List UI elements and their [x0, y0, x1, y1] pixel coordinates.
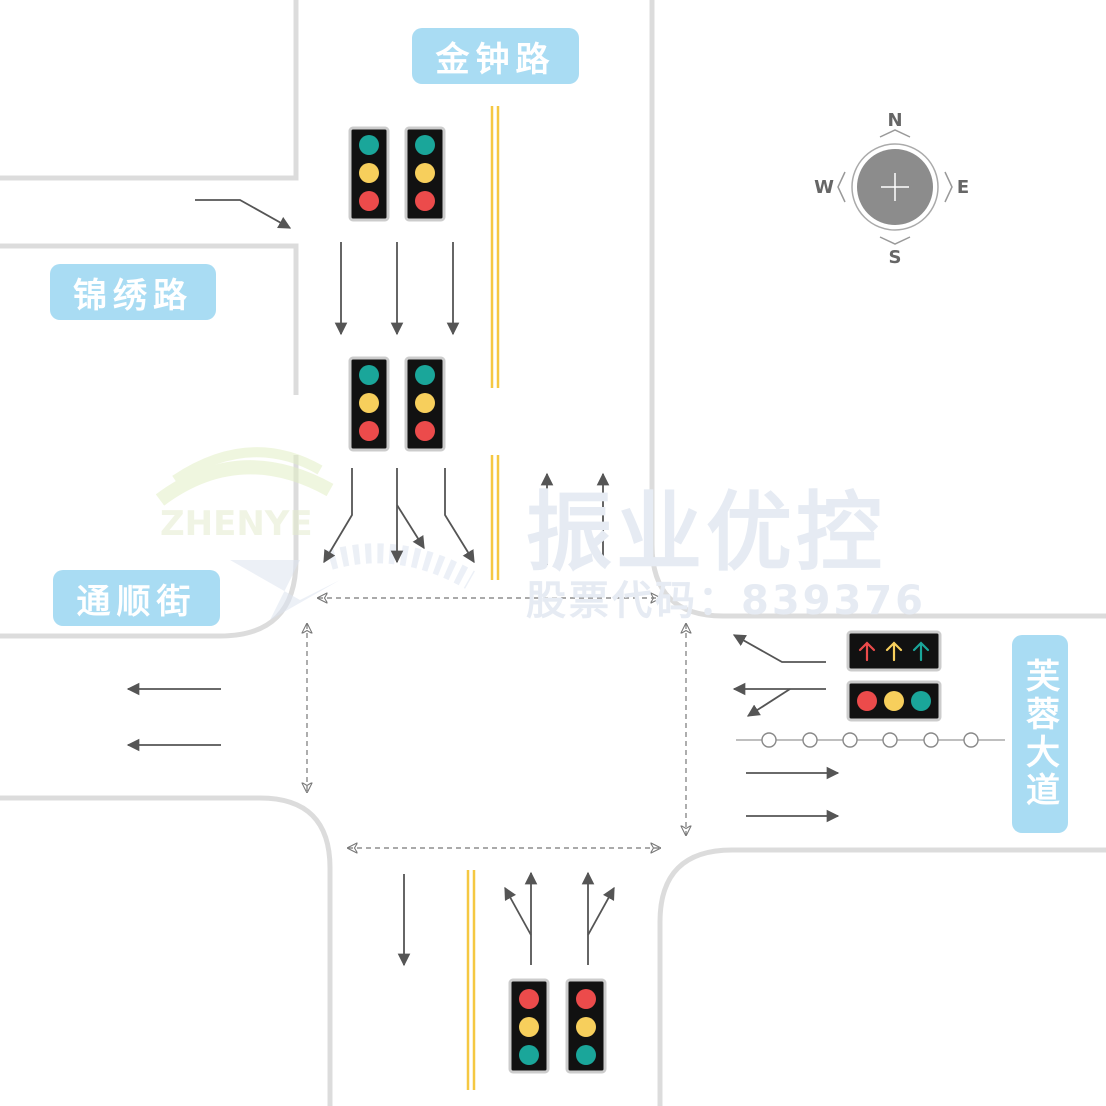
signals-north-upper [348, 126, 446, 222]
compass-east-label: E [957, 177, 969, 198]
east-lane-divider [736, 732, 1005, 748]
compass-north-label: N [887, 110, 902, 131]
road-label-east: 芙蓉大道 [1012, 635, 1068, 833]
signals-north-lower [348, 356, 446, 452]
watermark-brand-text: 振业优控 [526, 483, 886, 583]
signals-east [846, 630, 942, 722]
compass-south-label: S [889, 247, 902, 268]
road-label-west-lower: 通顺街 [53, 570, 220, 626]
road-label-west-upper: 锦绣路 [50, 264, 216, 320]
signals-south [508, 978, 607, 1074]
road-label-north: 金钟路 [412, 28, 579, 84]
lane-arrows [126, 199, 840, 967]
pedestrian-crossings [307, 598, 686, 848]
center-lines [466, 106, 500, 1090]
watermark-logo: ZHENYE [155, 447, 475, 620]
watermark-stock-code: 股票代码：839376 [526, 578, 926, 624]
compass-west-label: W [814, 177, 834, 198]
watermark-brand-logo: ZHENYE [160, 504, 313, 544]
compass-rose: N S W E [814, 110, 969, 268]
